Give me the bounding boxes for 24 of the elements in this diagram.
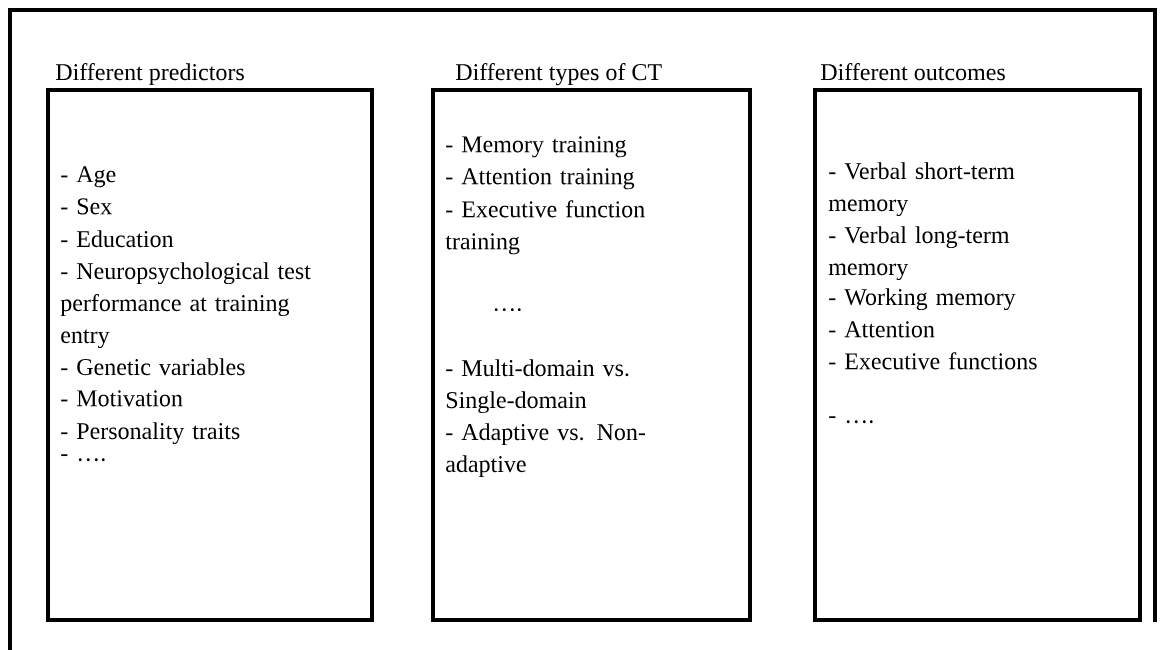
list-item: - Personality traits <box>61 422 240 445</box>
list-item: - …. <box>61 454 105 462</box>
list-item: - Sex <box>61 198 112 215</box>
list-item: …. <box>494 308 521 312</box>
list-item: - …. <box>829 416 873 424</box>
list-item: - Neuropsychological test performance at training entry <box>60 262 311 349</box>
list-item: - Multi-domain vs. Single-domain <box>446 359 629 414</box>
list-item: - Working memory <box>829 288 1016 311</box>
heading: Different types of CT <box>455 63 662 86</box>
list-item: - Executive functions <box>829 352 1037 370</box>
list-item: - Attention training <box>446 168 635 190</box>
outer-frame <box>8 8 1157 650</box>
list-item: - Motivation <box>61 390 183 407</box>
heading: Different predictors <box>55 63 244 86</box>
list-item: - Adaptive vs. Non-adaptive <box>446 423 645 477</box>
list-item: - Age <box>61 166 116 188</box>
list-item: - Attention <box>829 321 935 338</box>
list-item: - Verbal long-term memory <box>828 226 1010 281</box>
list-item: - Memory training <box>446 136 627 158</box>
list-item: - Executive function training <box>445 200 645 255</box>
list-item: - Education <box>61 230 174 248</box>
heading: Different outcomes <box>820 63 1005 81</box>
list-item: - Verbal short-term memory <box>828 162 1015 217</box>
list-item: - Genetic variables <box>61 358 245 376</box>
